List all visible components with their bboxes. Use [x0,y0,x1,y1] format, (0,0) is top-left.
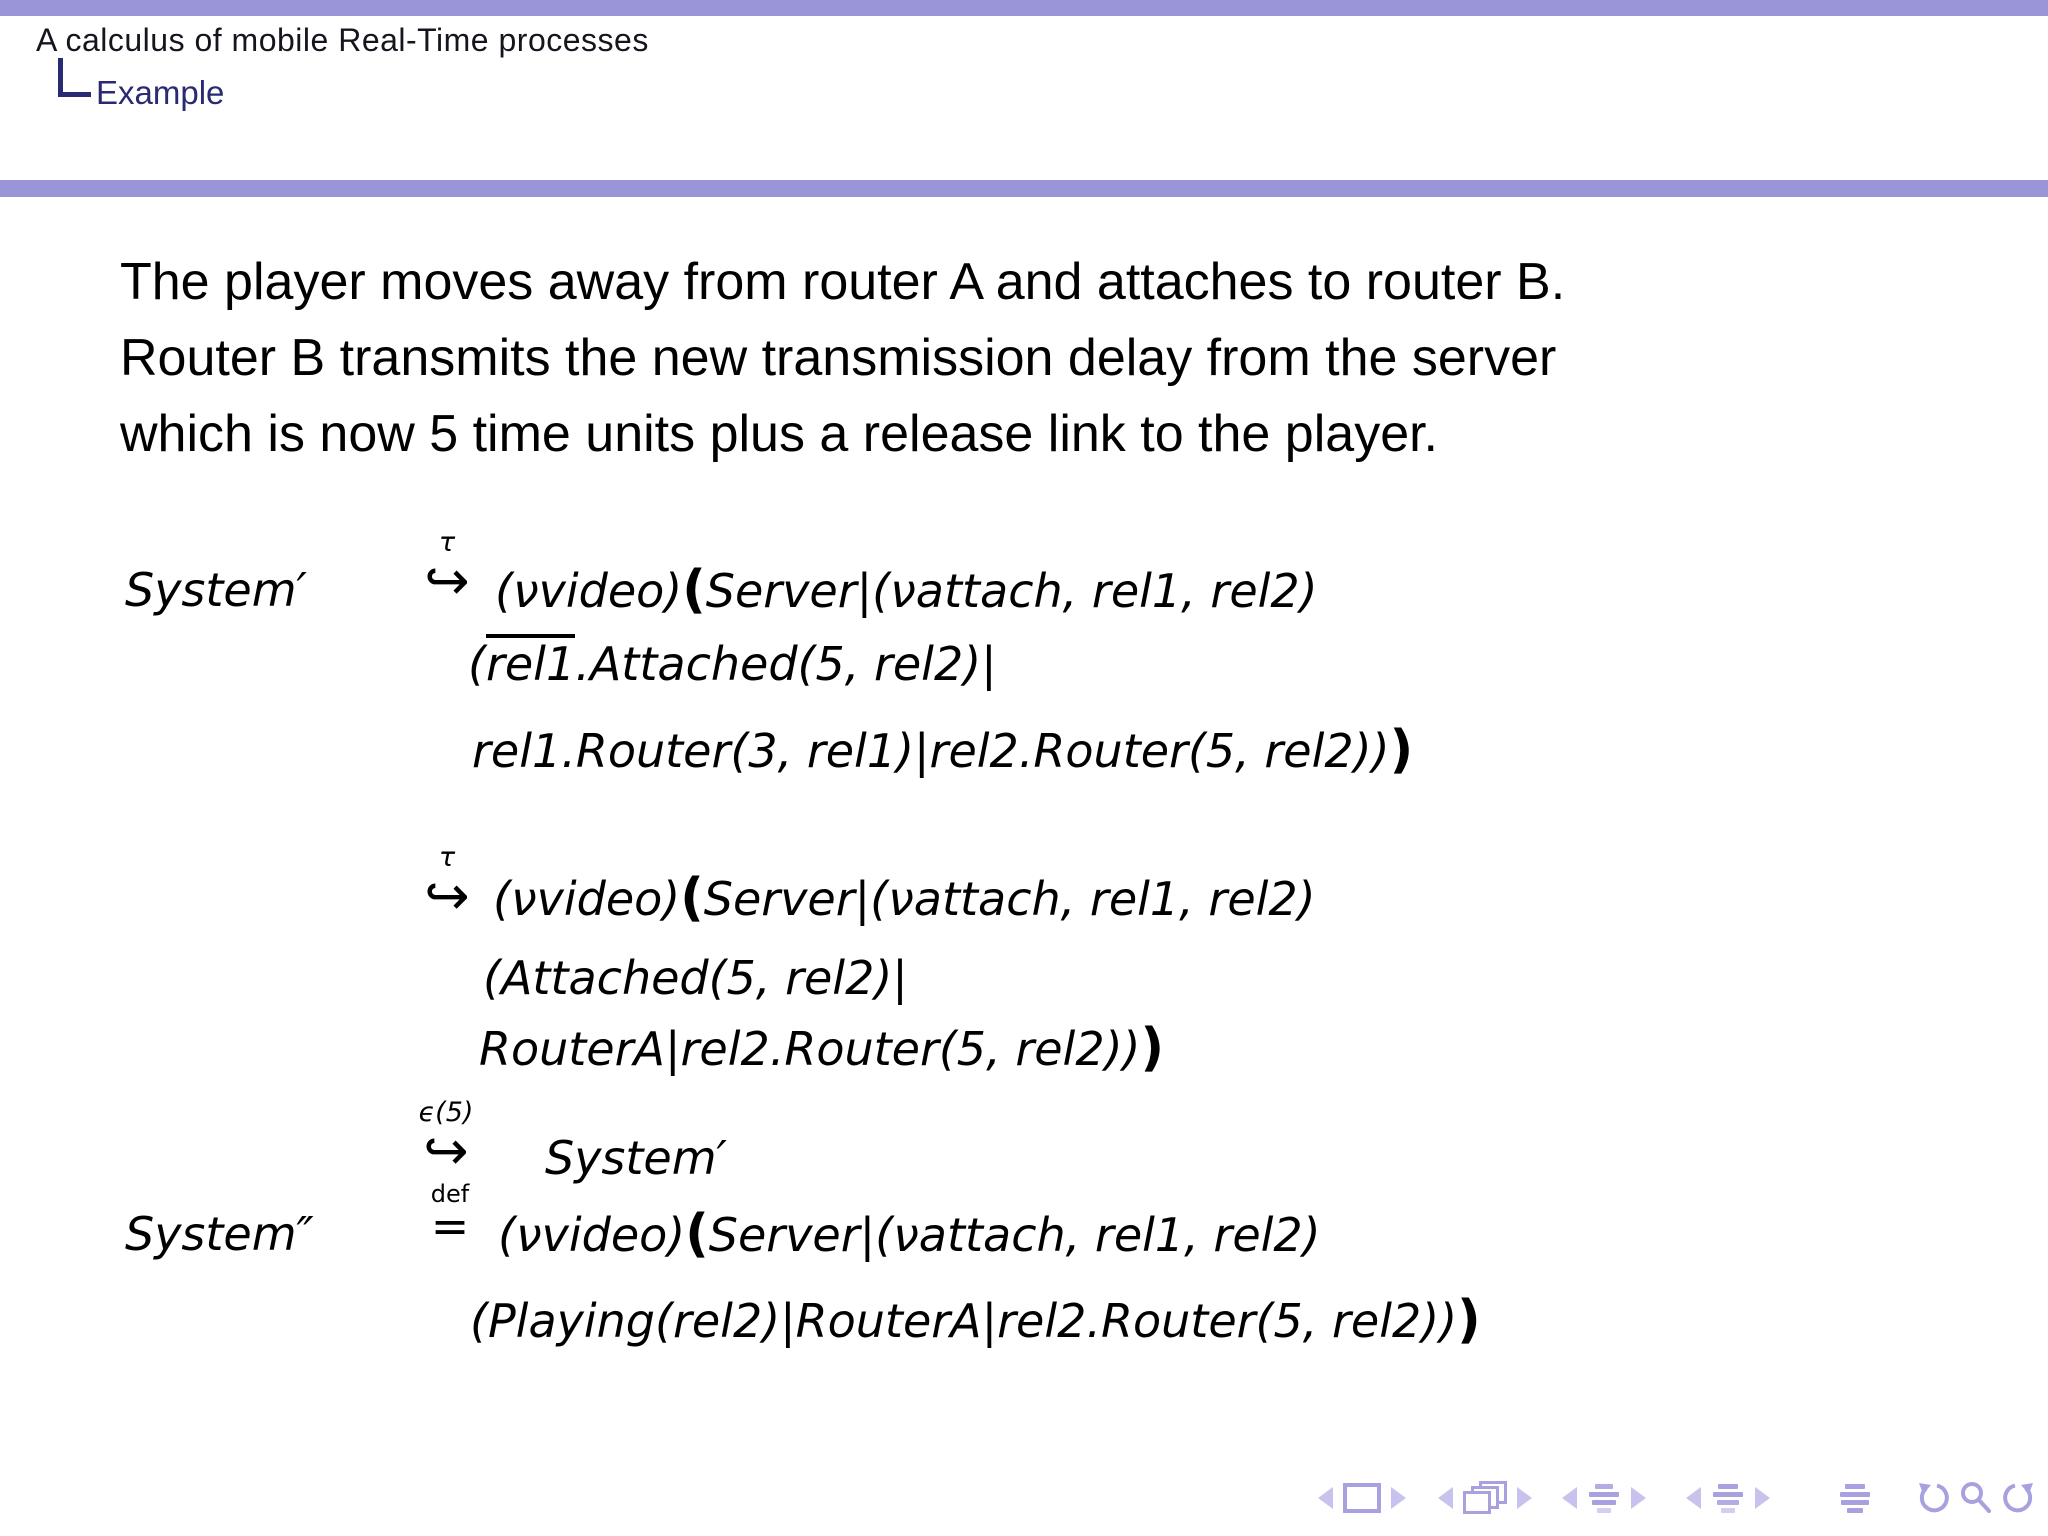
math-segment: Server|(νattach, rel1, rel2) [703,872,1316,926]
equals-sign: = [430,1199,470,1253]
hookrightarrow-icon: ↪ [424,549,470,612]
navigation-bar [0,1480,2048,1520]
body-paragraph: The player moves away from router A and … [120,244,1920,472]
history-nav-group [1916,1480,2036,1516]
hookrightarrow-icon: ↪ [424,864,470,927]
separator-bar [0,180,2048,197]
math-line: (Playing(rel2)|RouterA|rel2.Router(5, re… [470,1292,1481,1349]
frame-icon[interactable] [1343,1483,1381,1513]
def-label: def [430,1180,470,1208]
math-segment: Server|(νattach, rel1, rel2) [705,564,1318,618]
math-segment: (νvideo) [498,1208,686,1262]
arrow-label: ϵ(5) [418,1097,474,1128]
big-paren: ( [685,1204,709,1264]
arrow-label: τ [438,527,456,558]
prev-slide-icon[interactable] [1318,1487,1333,1509]
presentation-list-icon[interactable] [1838,1483,1872,1513]
subsection-nav-group [1562,1480,1646,1516]
paragraph-line: which is now 5 time units plus a release… [120,405,1439,463]
prev-subsection-icon[interactable] [1562,1487,1577,1509]
math-segment: rel1.Router(3, rel1)|rel2.Router(5, rel2… [472,724,1390,778]
slide-nav-group [1318,1480,1406,1516]
math-line: (νvideo)(Server|(νattach, rel1, rel2) [498,1206,1321,1263]
math-line: RouterA|rel2.Router(5, rel2))) [479,1020,1164,1077]
def-equals-icon: def = [418,1180,482,1253]
next-slide-icon[interactable] [1391,1487,1406,1509]
math-segment: Server|(νattach, rel1, rel2) [708,1208,1321,1262]
hookrightarrow-icon: ↪ [423,1119,469,1182]
next-subsection-icon[interactable] [1631,1487,1646,1509]
math-lhs: System′ [125,563,307,617]
big-paren: ) [1457,1290,1481,1350]
arrow-label: τ [438,842,456,873]
frames-overlay-icon[interactable] [1463,1481,1507,1515]
section-label: Example [96,74,225,111]
subsection-list-icon[interactable] [1587,1483,1621,1513]
page-title: A calculus of mobile Real-Time processes [36,22,649,58]
math-line: System′ [545,1131,727,1185]
math-line: (νvideo)(Server|(νattach, rel1, rel2) [493,870,1316,927]
next-frame-icon[interactable] [1517,1487,1532,1509]
prev-section-icon[interactable] [1686,1487,1701,1509]
big-paren: ( [680,868,704,928]
prev-frame-icon[interactable] [1438,1487,1453,1509]
math-line: rel1.Router(3, rel1)|rel2.Router(5, rel2… [472,722,1413,779]
math-line: (Attached(5, rel2)| [483,951,908,1005]
go-forward-icon[interactable] [2000,1480,2036,1516]
presentation-nav-group [1838,1480,1872,1516]
big-paren: ) [1140,1018,1165,1078]
tau-hook-arrow-icon: τ ↪ [404,842,490,927]
math-segment: ( [468,637,486,691]
search-icon[interactable] [1958,1480,1994,1516]
math-segment: (νvideo) [493,872,681,926]
math-line: (rel1.Attached(5, rel2)| [468,634,997,692]
math-line: (νvideo)(Server|(νattach, rel1, rel2) [495,562,1318,619]
top-accent-bar [0,0,2048,16]
tree-bracket-icon [58,58,91,97]
epsilon-hook-arrow-icon: ϵ(5) ↪ [396,1097,496,1182]
paragraph-line: The player moves away from router A and … [120,253,1566,311]
tau-hook-arrow-icon: τ ↪ [404,527,490,612]
math-segment: .Attached(5, rel2)| [575,637,997,691]
big-paren: ( [682,560,706,620]
math-segment: RouterA|rel2.Router(5, rel2)) [479,1022,1141,1076]
math-segment: (νvideo) [495,564,683,618]
go-back-icon[interactable] [1916,1480,1952,1516]
math-segment: (Playing(rel2)|RouterA|rel2.Router(5, re… [470,1294,1458,1348]
math-lhs: System″ [125,1207,314,1261]
frame-nav-group [1438,1480,1532,1516]
overlined-channel: rel1 [485,634,576,687]
section-nav-group [1686,1480,1770,1516]
section-list-icon[interactable] [1711,1483,1745,1513]
next-section-icon[interactable] [1755,1487,1770,1509]
paragraph-line: Router B transmits the new transmission … [120,329,1557,387]
big-paren: ) [1389,720,1414,780]
